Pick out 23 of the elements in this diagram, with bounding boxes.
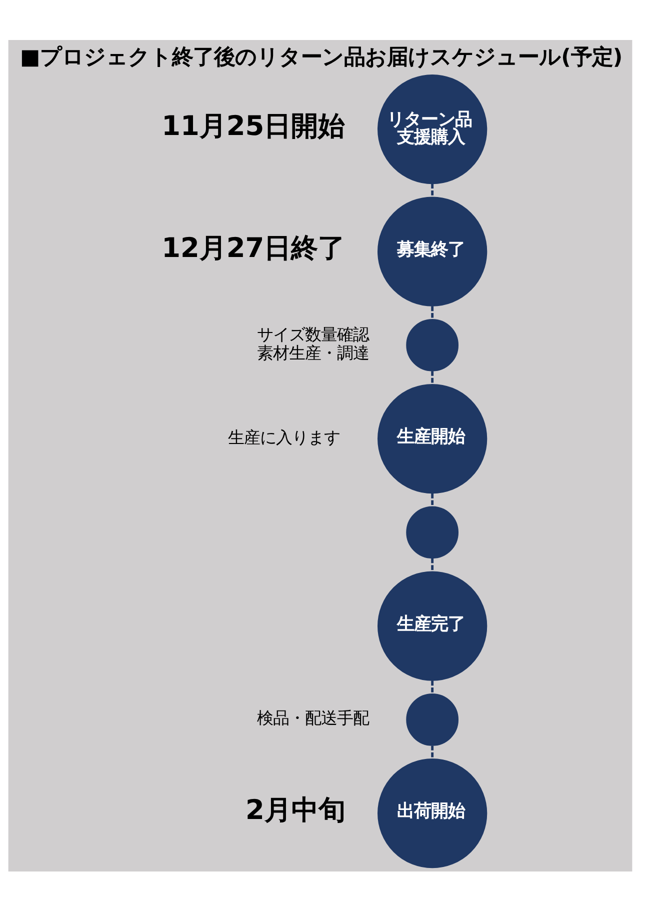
connector (431, 306, 434, 320)
node-circle: リターン品支援購入 (378, 74, 488, 184)
node-label: サイズ数量確認 (257, 324, 370, 344)
node-label: 11月25日開始 (162, 110, 346, 142)
node-label: 12月27日終了 (162, 233, 346, 264)
node-label: 2月中旬 (246, 795, 346, 826)
connector (431, 558, 434, 572)
connector (431, 680, 434, 694)
connector (431, 184, 434, 197)
connector (431, 746, 434, 759)
connector (431, 371, 434, 384)
node-label: 検品・配送手配 (257, 708, 370, 728)
node-label: 生産に入ります (228, 428, 340, 447)
node-circle (406, 506, 459, 559)
diagram-title: ■プロジェクト終了後のリターン品お届けスケジュール(予定) (20, 44, 623, 70)
node-circle (406, 693, 459, 746)
node-label: 素材生産・調達 (257, 343, 370, 362)
connector (431, 493, 434, 506)
node-circle: 生産開始 (378, 384, 488, 494)
node-circle: 生産完了 (378, 571, 488, 681)
node-circle: 出荷開始 (378, 758, 488, 868)
node-circle: 募集終了 (378, 196, 488, 306)
node-circle (406, 318, 459, 372)
